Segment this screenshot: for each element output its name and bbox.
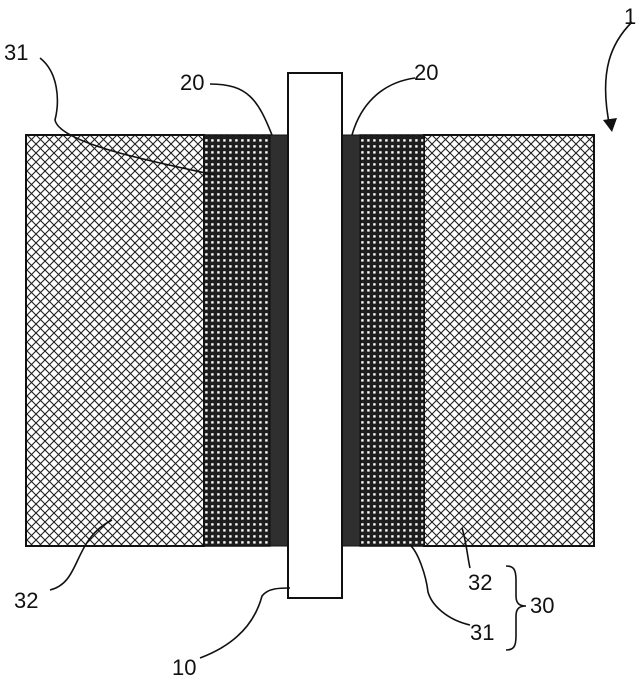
layer-31-left — [203, 134, 271, 547]
label-10: 10 — [172, 655, 196, 680]
layer-31-right — [359, 134, 425, 547]
leader-31-top — [39, 57, 216, 176]
electrode-rod-10 — [287, 72, 343, 599]
label-20-left: 20 — [180, 70, 204, 95]
leader-32-left — [49, 519, 113, 591]
label-32-right: 32 — [468, 570, 492, 595]
leader-20-right — [351, 77, 416, 136]
brace-30 — [505, 565, 527, 651]
leader-fig-ref — [604, 21, 633, 129]
label-20-right: 20 — [414, 60, 438, 85]
leader-20-left — [209, 83, 273, 136]
label-32-left: 32 — [14, 588, 38, 613]
layer-20-left — [269, 134, 289, 547]
label-31-right: 31 — [470, 620, 494, 645]
label-fig-ref: 1 — [624, 4, 636, 29]
layer-32-left — [25, 134, 205, 547]
layer-20-right — [341, 134, 361, 547]
leader-31-right — [409, 544, 471, 626]
leader-32-right — [461, 527, 471, 569]
arrowhead-fig-ref — [603, 118, 617, 132]
label-30: 30 — [530, 593, 554, 618]
label-31-top: 31 — [4, 40, 28, 65]
layer-32-right — [423, 134, 595, 547]
leader-10 — [199, 587, 291, 659]
